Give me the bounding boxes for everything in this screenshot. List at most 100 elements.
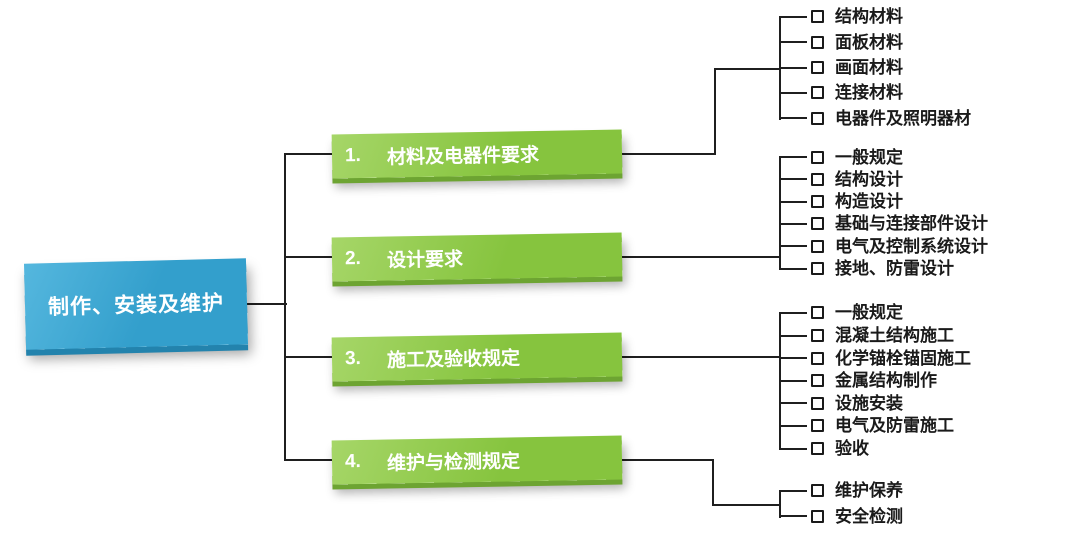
leaf-item: 电气及防雷施工 (779, 415, 971, 438)
connector-line (284, 256, 334, 258)
leaf-label: 维护保养 (835, 481, 903, 501)
connector-line (779, 490, 781, 518)
leaf-label: 电气及防雷施工 (835, 416, 954, 436)
checkbox-icon (811, 484, 824, 498)
branch-label: 材料及电器件要求 (386, 144, 540, 169)
connector-tick (779, 15, 807, 18)
branch-number: 2. (344, 248, 362, 270)
leaf-item: 接地、防雷设计 (779, 257, 988, 279)
checkbox-icon (811, 329, 824, 343)
connector-tick (779, 200, 807, 203)
leaf-item: 安全检测 (779, 504, 903, 530)
leaf-label: 验收 (835, 439, 869, 459)
connector-line (779, 156, 781, 269)
connector-tick (779, 334, 807, 337)
leaf-item: 画面材料 (779, 55, 971, 80)
checkbox-icon (811, 195, 824, 209)
leaf-label: 面板材料 (835, 32, 903, 52)
checkbox-icon (811, 396, 824, 410)
checkbox-icon (811, 172, 824, 186)
connector-tick (779, 245, 807, 248)
connector-tick (779, 267, 807, 270)
leaf-label: 结构设计 (835, 169, 903, 189)
connector-tick (779, 156, 807, 159)
leaf-group-1: 结构材料 面板材料 画面材料 连接材料 电器件及照明器材 (779, 4, 971, 130)
leaf-item: 结构材料 (779, 4, 971, 29)
checkbox-icon (811, 374, 824, 388)
connector-line (247, 303, 287, 305)
checkbox-icon (811, 217, 824, 231)
branch-node-3: 3. 施工及验收规定 (331, 332, 623, 382)
leaf-item: 结构设计 (779, 168, 988, 190)
leaf-label: 安全检测 (835, 506, 903, 526)
connector-line (712, 504, 780, 506)
leaf-label: 金属结构制作 (835, 371, 937, 391)
checkbox-icon (811, 239, 824, 253)
connector-line (620, 153, 716, 155)
leaf-group-4: 维护保养 安全检测 (779, 478, 903, 529)
connector-line (620, 459, 714, 461)
connector-tick (779, 379, 807, 382)
leaf-item: 化学锚栓锚固施工 (779, 347, 971, 370)
leaf-label: 一般规定 (835, 147, 903, 167)
leaf-item: 混凝土结构施工 (779, 324, 971, 347)
leaf-item: 维护保养 (779, 478, 903, 504)
connector-line (284, 153, 286, 461)
leaf-item: 设施安装 (779, 392, 971, 415)
connector-line (620, 256, 780, 258)
checkbox-icon (811, 111, 824, 125)
checkbox-icon (811, 262, 824, 276)
connector-line (714, 68, 716, 155)
leaf-label: 结构材料 (835, 7, 903, 27)
connector-line (284, 459, 334, 461)
connector-tick (779, 41, 807, 44)
leaf-label: 化学锚栓锚固施工 (835, 348, 971, 368)
leaf-item: 金属结构制作 (779, 369, 971, 392)
leaf-item: 连接材料 (779, 80, 971, 105)
branch-number: 1. (344, 145, 362, 167)
connector-tick (779, 447, 807, 450)
branch-number: 3. (344, 348, 362, 370)
connector-line (284, 153, 334, 155)
connector-tick (779, 402, 807, 405)
connector-tick (779, 91, 807, 94)
leaf-item: 基础与连接部件设计 (779, 213, 988, 235)
checkbox-icon (811, 61, 824, 75)
branch-number: 4. (344, 451, 362, 473)
checkbox-icon (811, 351, 824, 365)
branch-node-4: 4. 维护与检测规定 (331, 435, 623, 485)
leaf-label: 画面材料 (835, 58, 903, 78)
branch-label: 设计要求 (386, 248, 464, 272)
leaf-label: 设施安装 (835, 393, 903, 413)
connector-tick (779, 489, 807, 492)
checkbox-icon (811, 150, 824, 164)
checkbox-icon (811, 419, 824, 433)
branch-label: 维护与检测规定 (386, 450, 521, 475)
connector-line (714, 68, 781, 70)
connector-tick (779, 515, 807, 518)
leaf-label: 构造设计 (835, 192, 903, 212)
leaf-item: 一般规定 (779, 146, 988, 168)
leaf-label: 混凝土结构施工 (835, 326, 954, 346)
branch-node-1: 1. 材料及电器件要求 (331, 129, 623, 179)
leaf-item: 电器件及照明器材 (779, 105, 971, 130)
connector-tick (779, 311, 807, 314)
root-node: 制作、安装及维护 (23, 258, 249, 350)
leaf-item: 面板材料 (779, 30, 971, 55)
checkbox-icon (811, 35, 824, 49)
connector-tick (779, 66, 807, 69)
leaf-group-2: 一般规定 结构设计 构造设计 基础与连接部件设计 电气及控制系统设计 接地、防雷… (779, 146, 988, 280)
connector-tick (779, 424, 807, 427)
branch-label: 施工及验收规定 (386, 347, 521, 372)
leaf-item: 构造设计 (779, 190, 988, 212)
checkbox-icon (811, 306, 824, 320)
leaf-label: 接地、防雷设计 (835, 259, 954, 279)
checkbox-icon (811, 86, 824, 100)
checkbox-icon (811, 509, 824, 523)
leaf-item: 一般规定 (779, 302, 971, 325)
connector-line (620, 356, 780, 358)
leaf-group-3: 一般规定 混凝土结构施工 化学锚栓锚固施工 金属结构制作 设施安装 电气及防雷施… (779, 302, 971, 460)
connector-tick (779, 117, 807, 120)
connector-tick (779, 178, 807, 181)
